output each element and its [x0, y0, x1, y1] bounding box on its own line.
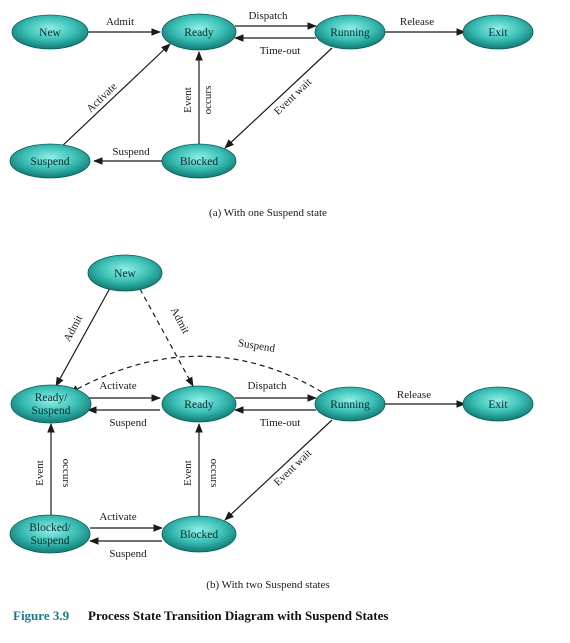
node-b-ready: Ready [161, 385, 237, 423]
label-b-suspend-mid: Suspend [109, 417, 147, 429]
node-b-new-label: New [114, 268, 136, 280]
label-a-event: Event [182, 87, 194, 113]
node-a-running: Running [314, 14, 386, 50]
node-a-ready-label: Ready [184, 27, 214, 39]
diagram-a: Admit Dispatch Time-out Release Activate… [9, 10, 534, 219]
edge-b-event-wait [224, 419, 333, 521]
node-b-blocked: Blocked [161, 515, 237, 553]
label-b-timeout: Time-out [260, 417, 301, 429]
node-a-exit: Exit [462, 14, 534, 50]
node-b-running: Running [314, 386, 386, 422]
node-a-suspend: Suspend [9, 143, 91, 179]
label-b-admit-dashed: Admit [168, 305, 192, 335]
label-b-dispatch: Dispatch [247, 380, 287, 392]
node-b-running-label: Running [330, 399, 370, 411]
label-a-activate: Activate [84, 81, 119, 116]
label-a-occurs: occurs [202, 86, 214, 115]
figure-number: Figure 3.9 [13, 608, 70, 623]
node-a-suspend-label: Suspend [31, 156, 70, 168]
node-a-blocked: Blocked [161, 143, 237, 179]
node-b-blocked-suspend-line2: Suspend [31, 535, 70, 547]
node-a-running-label: Running [330, 27, 370, 39]
node-b-ready-suspend: Ready/ Suspend [10, 384, 92, 424]
label-a-dispatch: Dispatch [248, 10, 288, 22]
node-a-new-label: New [39, 27, 61, 39]
node-a-new: New [11, 14, 89, 50]
edge-b-admit-left [55, 287, 111, 387]
caption-a: (a) With one Suspend state [209, 207, 327, 219]
node-b-blocked-label: Blocked [180, 529, 219, 541]
node-a-ready: Ready [161, 13, 237, 51]
label-a-timeout: Time-out [260, 45, 301, 57]
edge-a-event-wait [224, 47, 333, 149]
label-b-event-wait: Event wait [272, 447, 314, 489]
node-b-ready-label: Ready [184, 399, 214, 411]
label-b-activate-top: Activate [99, 380, 136, 392]
label-a-admit: Admit [106, 16, 134, 28]
caption-b: (b) With two Suspend states [206, 579, 329, 591]
diagram-b: Admit Admit Suspend Activate Suspend Dis… [9, 254, 534, 591]
node-a-blocked-label: Blocked [180, 156, 219, 168]
label-b-activate-bottom: Activate [99, 511, 136, 523]
figure-title-text: Process State Transition Diagram with Su… [88, 608, 388, 623]
label-b-event-left: Event [34, 460, 46, 486]
label-b-occurs-left: occurs [60, 459, 72, 488]
node-b-new: New [87, 254, 163, 292]
label-b-release: Release [397, 389, 431, 401]
label-b-occurs-mid: occurs [208, 459, 220, 488]
edge-a-activate [59, 43, 171, 149]
node-a-exit-label: Exit [488, 27, 508, 39]
label-b-event-mid: Event [182, 460, 194, 486]
edge-b-admit-dashed [139, 288, 194, 387]
label-b-suspend-dashed: Suspend [237, 337, 276, 355]
label-b-suspend-bottom: Suspend [109, 548, 147, 560]
node-b-exit: Exit [462, 386, 534, 422]
node-b-ready-suspend-line2: Suspend [32, 405, 71, 417]
node-b-blocked-suspend: Blocked/ Suspend [9, 514, 91, 554]
label-a-event-wait: Event wait [272, 76, 314, 118]
node-b-exit-label: Exit [488, 399, 508, 411]
edge-b-suspend-dashed [69, 355, 323, 394]
label-a-suspend: Suspend [112, 146, 150, 158]
label-a-release: Release [400, 16, 434, 28]
node-b-ready-suspend-line1: Ready/ [35, 392, 68, 404]
node-b-blocked-suspend-line1: Blocked/ [29, 522, 71, 534]
figure-title: Figure 3.9 Process State Transition Diag… [13, 608, 388, 623]
